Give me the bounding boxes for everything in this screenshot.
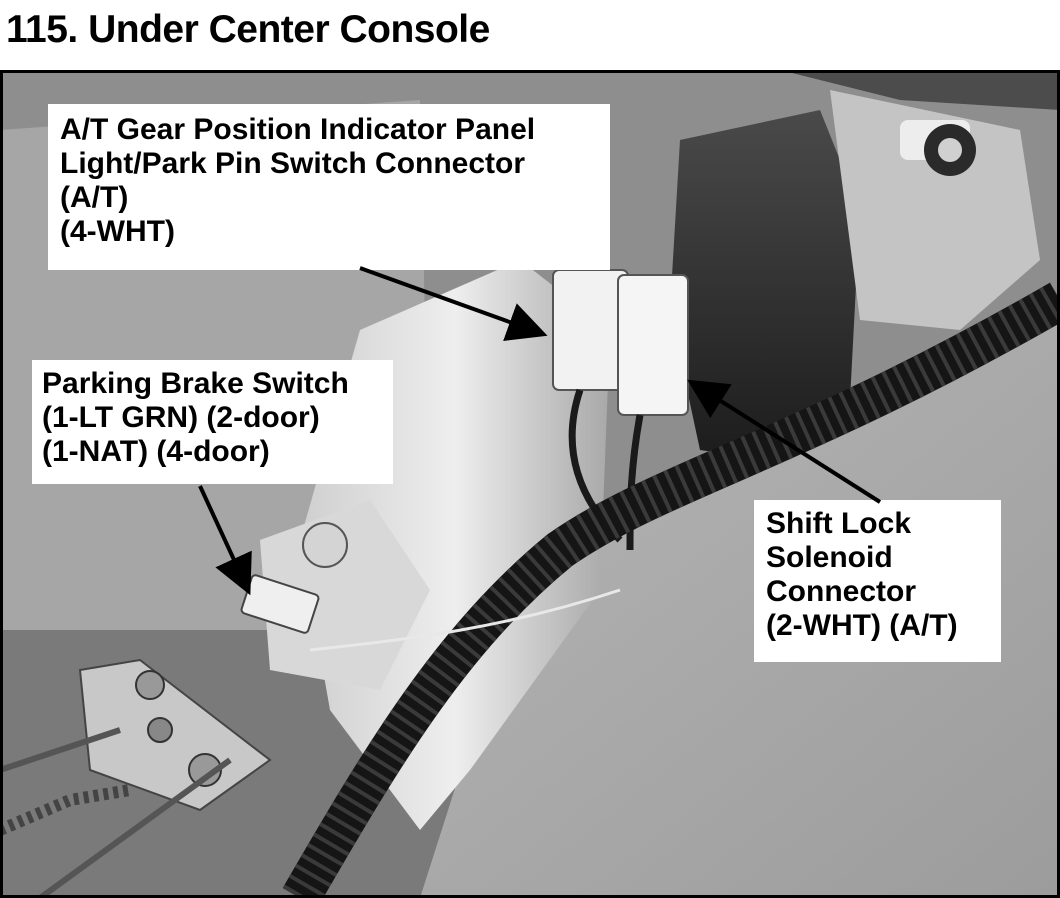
callout-shift-lock-solenoid: Shift Lock Solenoid Connector (2-WHT) (A… [754, 500, 1001, 662]
callout-line: Solenoid [766, 541, 893, 574]
callout-line: (2-WHT) (A/T) [766, 609, 958, 642]
page-title: 115. Under Center Console [6, 8, 490, 51]
callout-line: (1-LT GRN) (2-door) [42, 401, 320, 434]
callout-parking-brake-switch: Parking Brake Switch (1-LT GRN) (2-door)… [32, 360, 393, 484]
callout-line: Parking Brake Switch [42, 367, 349, 400]
callout-gear-position-connector: A/T Gear Position Indicator Panel Light/… [48, 104, 610, 270]
callout-line: (1-NAT) (4-door) [42, 435, 270, 468]
callout-line: Connector [766, 575, 916, 608]
callout-line: Shift Lock [766, 507, 912, 540]
callout-line: (A/T) [60, 181, 129, 214]
callout-line: Light/Park Pin Switch Connector [60, 147, 526, 180]
callout-line: A/T Gear Position Indicator Panel [60, 113, 536, 146]
callout-line: (4-WHT) [60, 215, 175, 248]
